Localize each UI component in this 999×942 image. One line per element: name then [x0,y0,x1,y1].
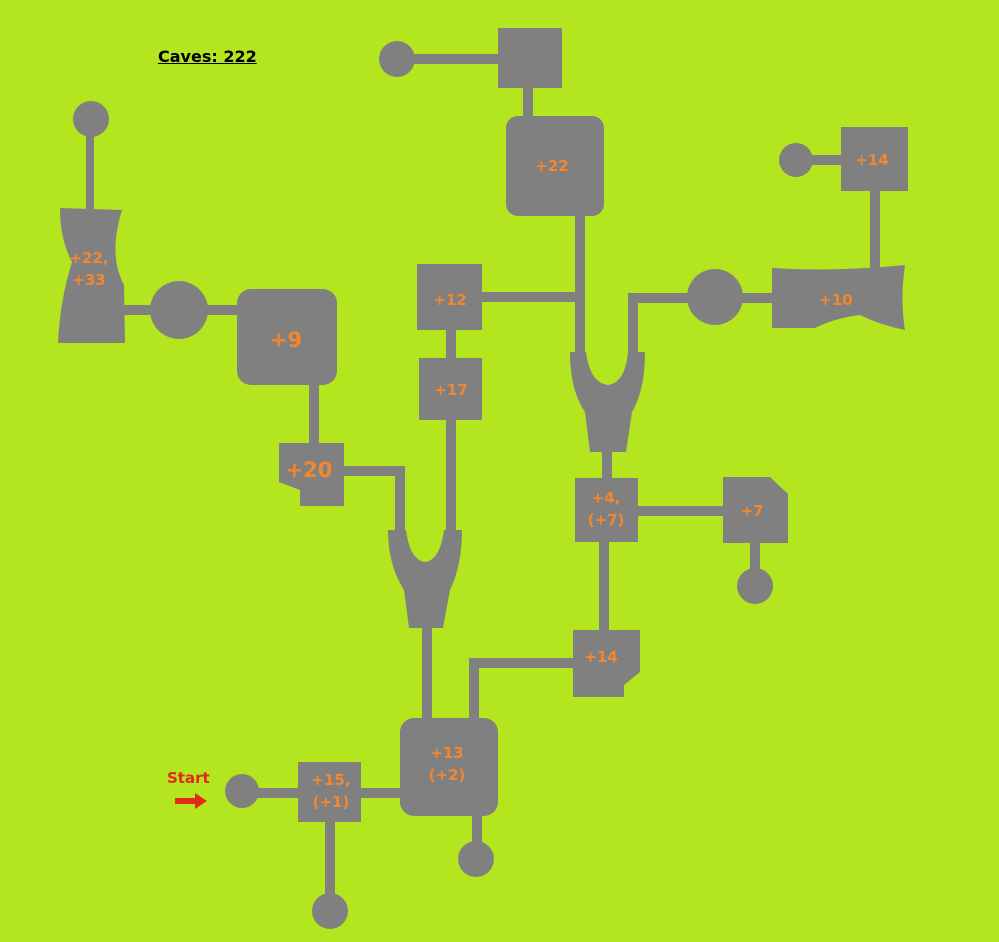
room-right-mid [575,478,638,542]
room-start [298,762,361,822]
room-label-top-right: +14 [855,151,889,169]
rooms [58,28,908,822]
room-label-left-tall: +22, +33 [69,249,109,289]
start-label: Start [167,769,210,787]
caves-count: Caves: 222 [158,47,257,66]
room-label-center-bottom: +13 (+2) [428,744,466,784]
room-right-lower [573,630,640,697]
room-right-small [723,477,788,543]
room-mid-upper [417,264,482,330]
room-label-right-lower: +14 [584,648,618,666]
room-top-center [506,116,604,216]
room-right-wide [772,265,905,330]
room-top-square [498,28,562,88]
room-label-left-small: +20 [285,458,333,482]
corridors [86,54,880,898]
start-arrow-icon [175,793,207,809]
room-label-left-big: +9 [269,328,303,352]
y-junctions [388,352,645,628]
room-label-mid-upper: +12 [433,291,467,309]
room-label-top-center: +22 [535,157,569,175]
room-label-right-wide: +10 [819,291,853,309]
room-top-right [841,127,908,191]
room-center-bottom [400,718,498,816]
room-label-start: +15, (+1) [311,771,351,811]
room-label-right-small: +7 [740,502,764,520]
room-label-right-mid: +4, (+7) [587,489,625,529]
room-label-mid-lower: +17 [434,381,468,399]
circle-nodes [73,41,813,929]
room-left-tall [58,208,125,343]
room-left-small [279,443,344,506]
room-left-big [237,289,337,385]
room-mid-lower [419,358,482,420]
